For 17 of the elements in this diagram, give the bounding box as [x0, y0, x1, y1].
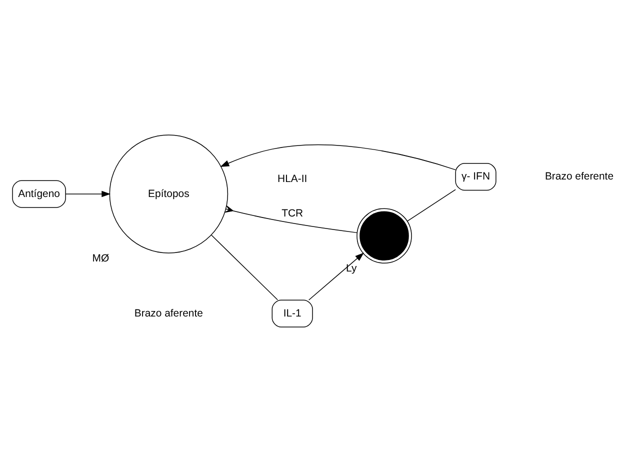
- arrow: [308, 252, 364, 300]
- node-circle: [356, 208, 412, 263]
- edge-label: TCR: [282, 208, 304, 220]
- label: Brazo aferente: [134, 308, 203, 319]
- node-box: γ- IFN: [455, 162, 496, 190]
- connector: [224, 204, 358, 233]
- connector: [211, 234, 278, 300]
- label: Brazo eferente: [544, 171, 614, 182]
- node-circle: Epítopos: [109, 134, 228, 253]
- node-label: MØ: [92, 252, 110, 264]
- arrow: [220, 144, 456, 170]
- arrow: [65, 190, 111, 197]
- connector: [407, 188, 456, 221]
- node-box: IL-1: [272, 299, 313, 327]
- node-label: Ly: [346, 262, 357, 274]
- node-box: Antígeno: [12, 180, 66, 208]
- label: HLA-II: [278, 173, 308, 184]
